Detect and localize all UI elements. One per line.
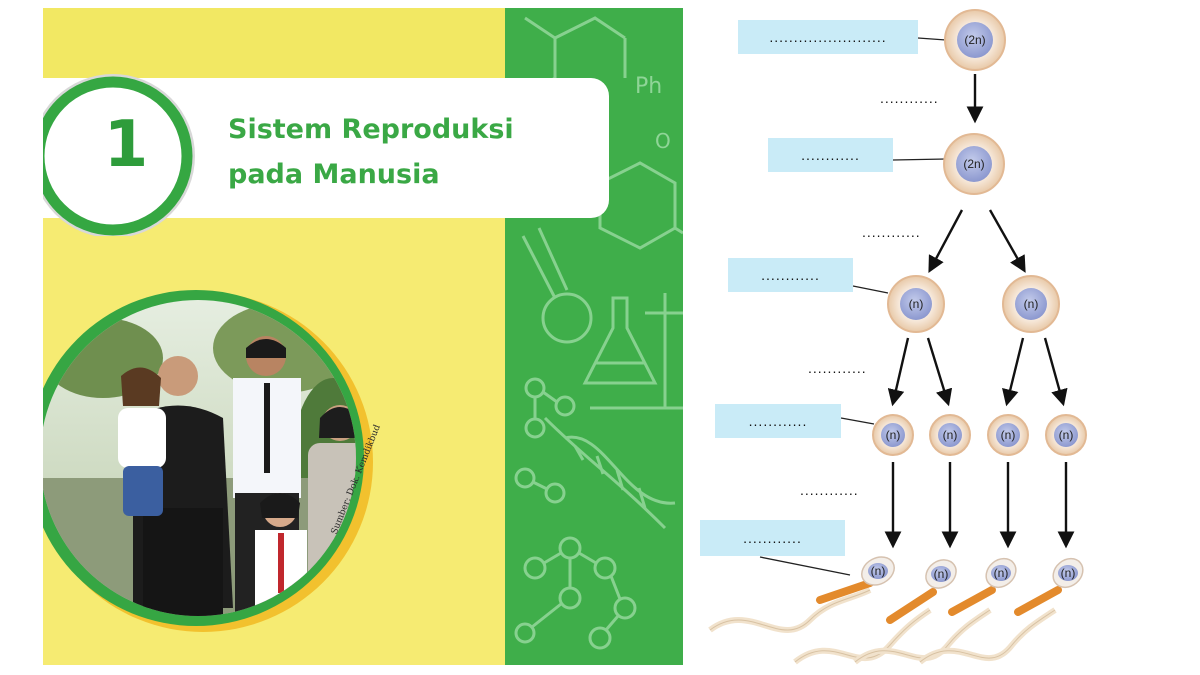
stage-label-3[interactable]: ............ (808, 360, 867, 376)
chapter-number-ring (43, 74, 195, 236)
cell-label: (2n) (963, 157, 984, 171)
family-photo (43, 290, 373, 632)
label-box-secondary-spermatocyte[interactable]: ............ (728, 258, 853, 292)
stage-label-1[interactable]: ............ (880, 90, 939, 106)
cell-label: (n) (886, 428, 901, 442)
person-father (158, 356, 198, 396)
cell-label: (n) (909, 297, 924, 311)
cell-label: (n) (1001, 428, 1016, 442)
stage-label-4[interactable]: ............ (800, 482, 859, 498)
cell-label: (n) (871, 564, 886, 578)
cell-spermatid-4: (n) (1045, 414, 1087, 456)
cell-label: (2n) (964, 33, 985, 47)
spermatogenesis-diagram: (2n) (2n) (n) (n) (n) (n) (690, 0, 1200, 675)
label-box-spermatogonium[interactable]: ........................ (738, 20, 918, 54)
flask-neck-doodle (521, 235, 557, 299)
cell-spermatid-3: (n) (987, 414, 1029, 456)
cell-label: (n) (994, 566, 1009, 580)
sperm-cell-1: (n) (708, 556, 895, 633)
sperm-cell-3: (n) (853, 557, 1017, 665)
cell-secondary-spermatocyte-1: (n) (887, 275, 945, 333)
book-cover: Ph O 1 Sistem Reproduksi pada Manusia (43, 8, 683, 665)
chapter-title-line1: Sistem Reproduksi (228, 114, 514, 145)
label-box-spermatid[interactable]: ............ (715, 404, 841, 438)
cover-top-band (43, 8, 505, 83)
cell-spermatid-1: (n) (872, 414, 914, 456)
round-flask-doodle (541, 292, 593, 344)
oxygen-doodle-text: O (655, 129, 671, 153)
sperm-cell-4: (n) (918, 557, 1084, 665)
erlenmeyer-flask-doodle (582, 296, 658, 385)
chapter-number: 1 (103, 108, 149, 182)
label-box-primary-spermatocyte[interactable]: ............ (768, 138, 893, 172)
cell-label: (n) (934, 567, 949, 581)
benzene-ring-doodle (598, 161, 677, 250)
cell-spermatogonium: (2n) (944, 9, 1006, 71)
cell-label: (n) (1061, 566, 1076, 580)
cell-spermatid-2: (n) (929, 414, 971, 456)
diagram-graphics: (2n) (2n) (n) (n) (n) (n) (708, 9, 1087, 665)
arrows (884, 74, 1075, 549)
cell-label: (n) (1059, 428, 1074, 442)
chapter-title-line2: pada Manusia (228, 159, 440, 190)
ph-doodle-text: Ph (635, 74, 662, 99)
label-box-sperm[interactable]: ............ (700, 520, 845, 556)
science-doodles: Ph O (514, 16, 683, 650)
cell-label: (n) (943, 428, 958, 442)
dna-helix-doodle (543, 416, 667, 530)
cell-primary-spermatocyte: (2n) (943, 133, 1005, 195)
cell-label: (n) (1024, 297, 1039, 311)
cell-secondary-spermatocyte-2: (n) (1002, 275, 1060, 333)
stage-label-2[interactable]: ............ (862, 224, 921, 240)
